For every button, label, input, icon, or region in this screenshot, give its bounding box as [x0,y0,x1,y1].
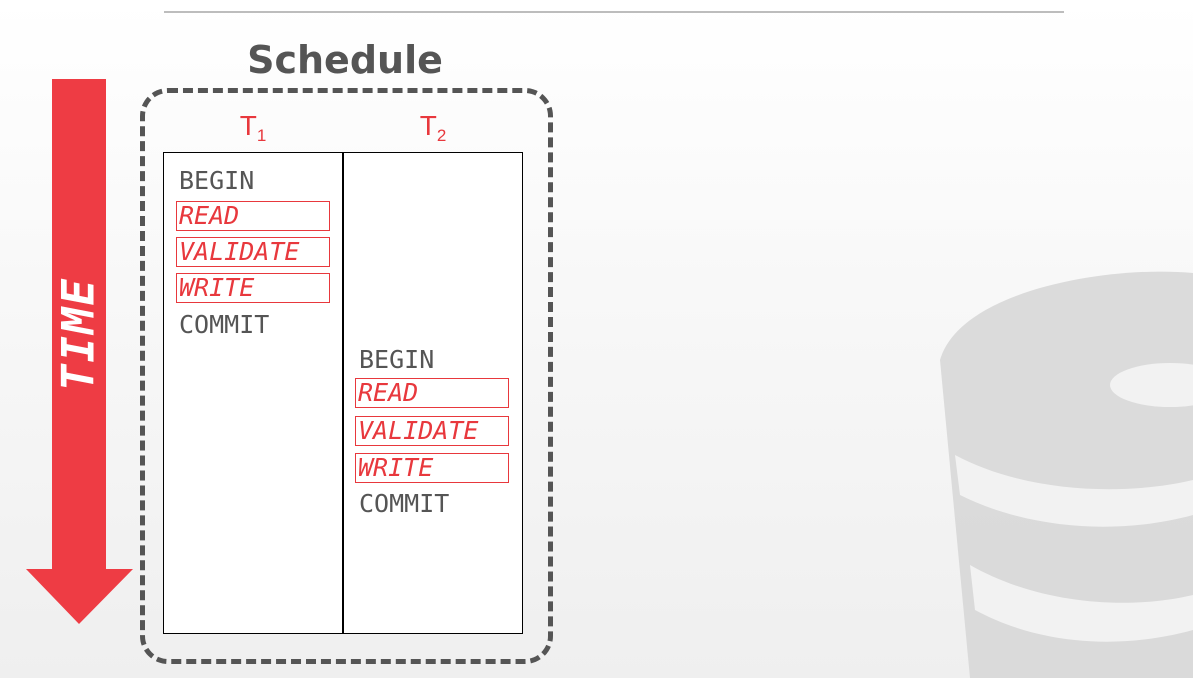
t2-write-phase: WRITE [355,453,509,483]
down-arrow-icon [26,79,133,624]
t2-validate-phase: VALIDATE [355,416,509,446]
column-header-t2: T2 [419,110,447,145]
schedule-title: Schedule [247,38,443,82]
t1-validate-phase: VALIDATE [176,237,330,267]
column-divider [342,152,344,634]
schedule-frame [140,88,553,664]
top-rule [164,11,1064,13]
t2-commit: COMMIT [359,489,450,518]
t1-write-phase: WRITE [176,273,330,303]
t2-begin: BEGIN [359,345,435,374]
column-header-t1: T1 [239,110,267,145]
database-icon [940,271,1193,678]
t1-begin: BEGIN [179,166,255,195]
time-label: TIME [53,277,105,391]
t2-read-phase: READ [355,378,509,408]
t1-commit: COMMIT [179,310,270,339]
t1-read-phase: READ [176,201,330,231]
